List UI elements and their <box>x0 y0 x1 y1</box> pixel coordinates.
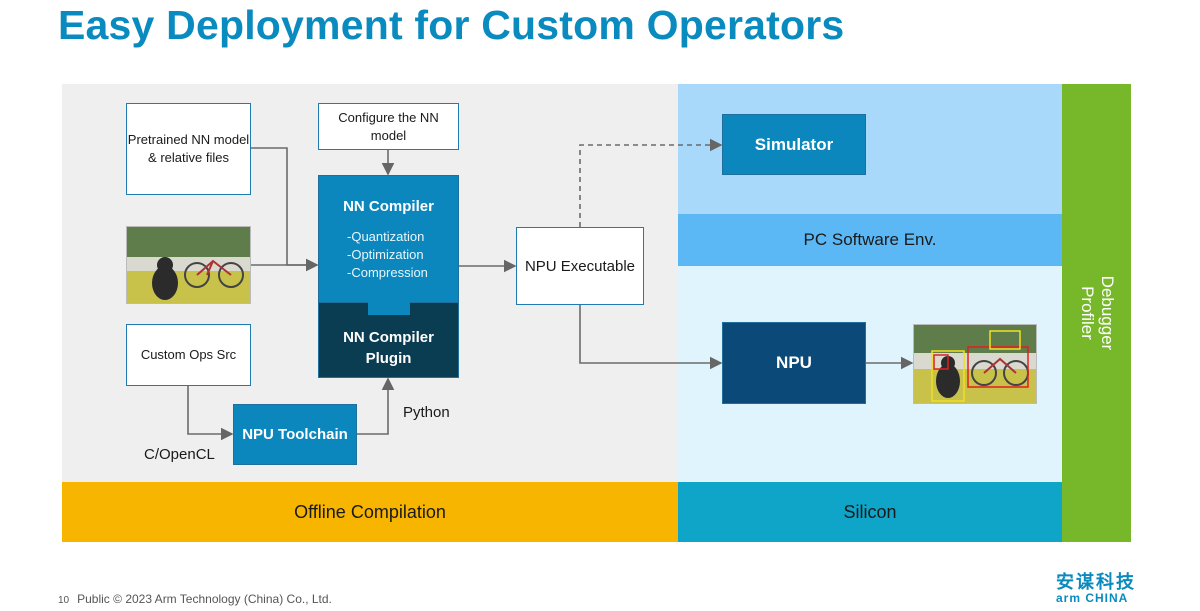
npu-box: NPU <box>722 322 866 404</box>
page-number: 10 <box>58 595 70 606</box>
footer: 10 Public © 2023 Arm Technology (China) C… <box>58 592 332 606</box>
configure-model-box: Configure the NN model <box>318 103 459 150</box>
npu-executable-box: NPU Executable <box>516 227 644 305</box>
pretrained-model-box: Pretrained NN model & relative files <box>126 103 251 195</box>
step-quantization: -Quantization <box>347 229 425 244</box>
page-title: Easy Deployment for Custom Operators <box>58 2 845 48</box>
arrow-executable-to-simulator <box>579 138 723 227</box>
silicon-band: Silicon <box>678 482 1062 542</box>
pc-software-env-label: PC Software Env. <box>803 230 937 249</box>
dog-bicycle-image <box>127 227 250 303</box>
step-optimization: -Optimization <box>347 247 424 262</box>
npu-toolchain-box: NPU Toolchain <box>233 404 357 465</box>
offline-compilation-label: Offline Compilation <box>294 501 446 522</box>
input-dog-photo <box>126 226 251 304</box>
debugger-profiler-bar: Debugger Profiler <box>1062 84 1131 542</box>
copencl-label: C/OpenCL <box>144 446 215 463</box>
copyright-text: Public © 2023 Arm Technology (China) Co.… <box>77 592 332 606</box>
company-logo-chinese: 安谋科技 <box>1056 572 1136 592</box>
arrow-custom-ops-to-toolchain <box>187 386 234 441</box>
arrow-executable-to-npu <box>579 305 723 370</box>
python-label: Python <box>403 404 450 421</box>
offline-compilation-band: Offline Compilation <box>62 482 678 542</box>
output-detection-photo <box>913 324 1037 404</box>
compiler-steps: -Quantization -Optimization -Compression <box>347 228 428 282</box>
arrow-toolchain-to-plugin <box>357 377 395 435</box>
step-compression: -Compression <box>347 265 428 280</box>
simulator-box: Simulator <box>722 114 866 175</box>
nn-compiler-plugin-label: NN Compiler Plugin <box>343 329 434 367</box>
company-logo-english: arm CHINA <box>1056 591 1129 605</box>
silicon-label: Silicon <box>843 501 897 522</box>
arrow-pretrained-to-compiler <box>251 147 319 272</box>
nn-compiler-title: NN Compiler <box>343 198 434 215</box>
plugin-connector-notch <box>368 302 410 315</box>
pc-software-env-band: PC Software Env. <box>678 214 1062 266</box>
custom-ops-src-box: Custom Ops Src <box>126 324 251 386</box>
detection-result-image <box>914 325 1036 403</box>
